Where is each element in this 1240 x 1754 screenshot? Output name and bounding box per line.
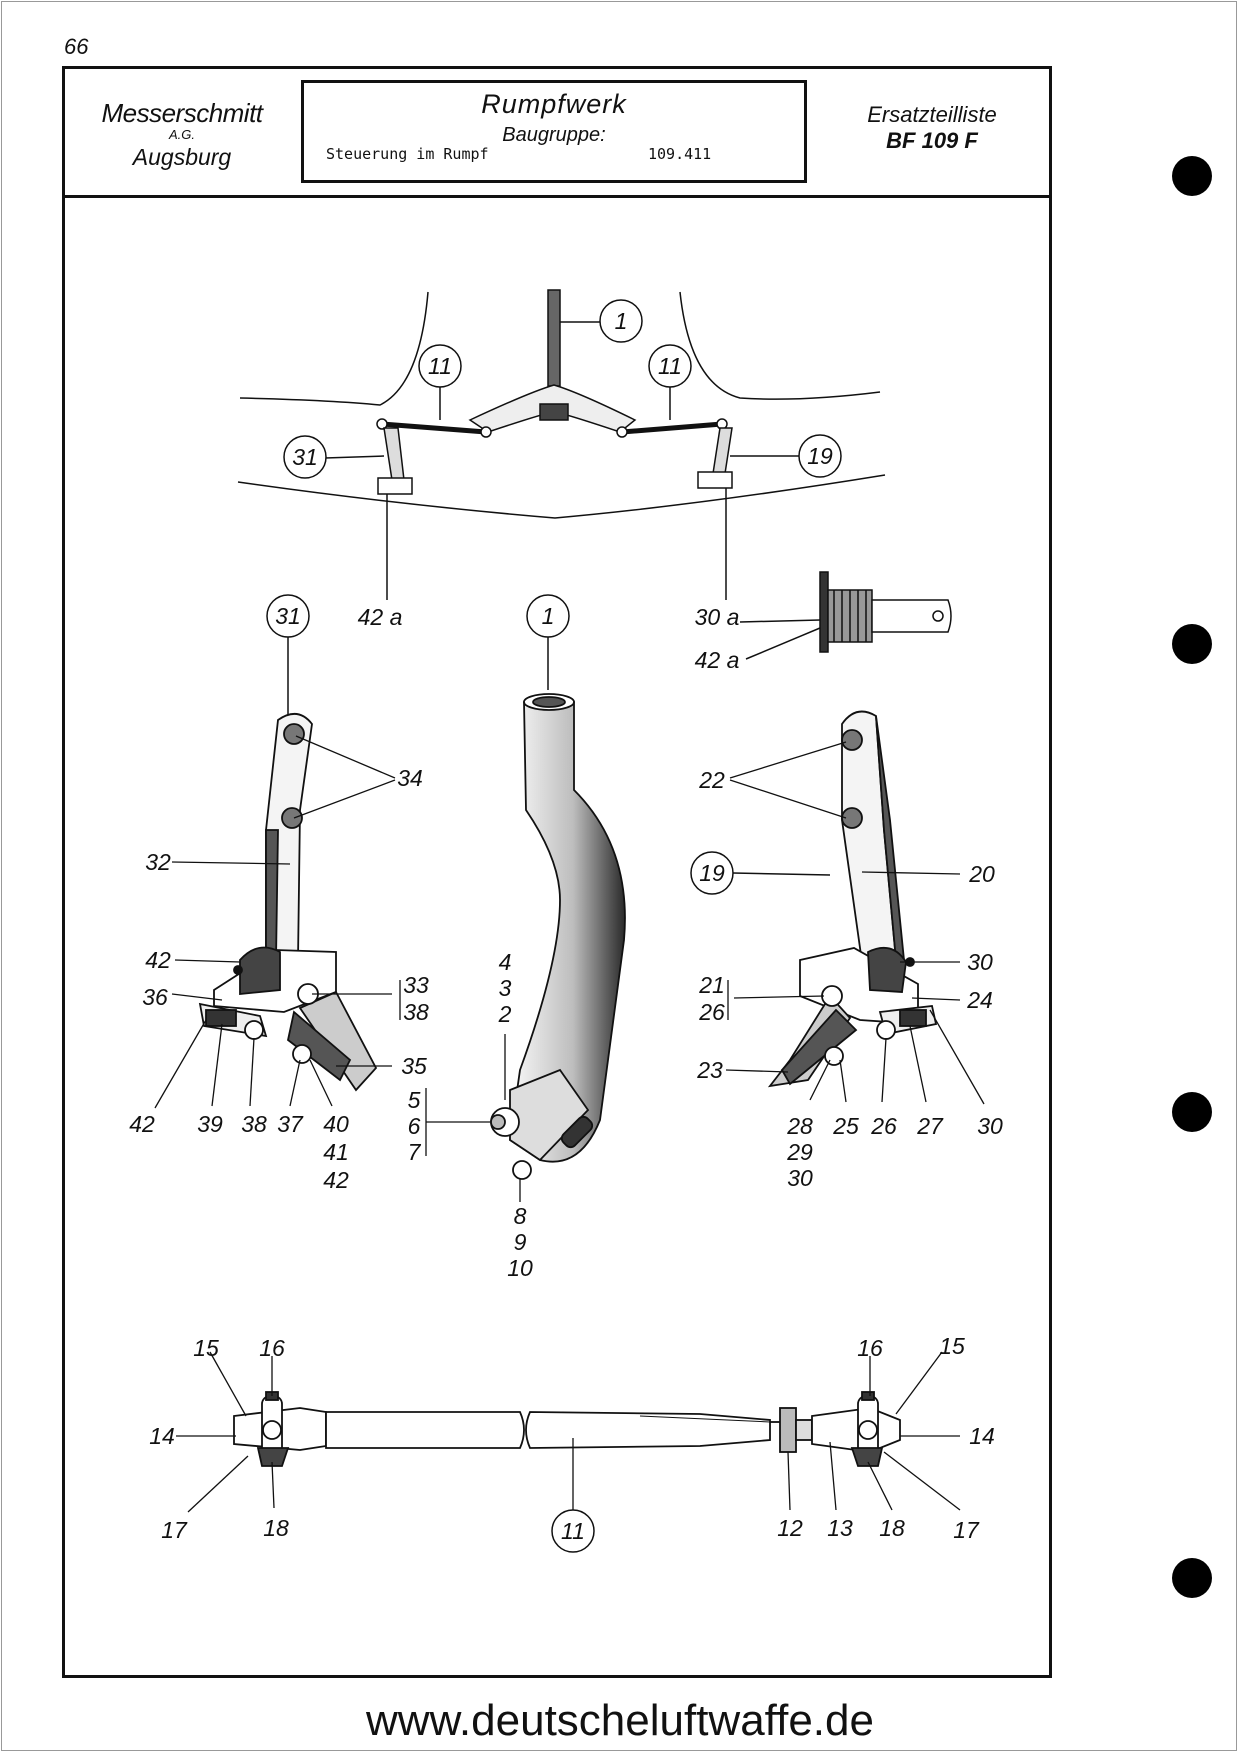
overview-callouts	[324, 321, 821, 660]
push-pull-rod	[233, 1391, 901, 1467]
callout-26-lower: 26	[870, 1113, 897, 1139]
callout-13: 13	[827, 1515, 853, 1541]
callout-28: 28	[786, 1113, 813, 1139]
group-label: Baugruppe:	[502, 124, 606, 146]
callout-10: 10	[507, 1255, 533, 1281]
callout-2: 2	[498, 1001, 512, 1027]
callout-8: 8	[514, 1203, 527, 1229]
group-name: Steuerung im Rumpf	[326, 145, 489, 163]
catalog-block: Ersatzteilliste BF 109 F	[812, 102, 1052, 154]
callout-33: 33	[403, 972, 429, 998]
callout-23: 23	[696, 1057, 723, 1083]
callout-6: 6	[408, 1113, 421, 1139]
callout-32: 32	[145, 849, 171, 875]
page-number: 66	[64, 34, 89, 59]
callout-42-bottom: 42	[323, 1167, 349, 1193]
callout-14-right: 14	[969, 1423, 995, 1449]
callout-30-lower: 30	[787, 1165, 813, 1191]
callout-40: 40	[323, 1111, 349, 1137]
right-lever-leaders	[725, 741, 985, 1105]
manufacturer-suffix: A.G.	[168, 127, 195, 142]
callout-31-detail: 31	[275, 603, 301, 629]
catalog-title: Ersatzteilliste	[867, 102, 997, 127]
control-stick	[490, 693, 626, 1180]
header-divider	[62, 195, 1052, 198]
left-lever-leaders	[154, 735, 401, 1109]
left-lever	[198, 713, 378, 1092]
mid-circle-labels	[266, 594, 734, 895]
callout-26-upper: 26	[698, 999, 725, 1025]
binder-hole	[1172, 1092, 1212, 1132]
callout-25: 25	[832, 1113, 859, 1139]
callout-21: 21	[698, 972, 725, 998]
binder-hole	[1172, 624, 1212, 664]
control-stick-leaders	[425, 1034, 521, 1202]
callout-11-left: 11	[428, 353, 452, 379]
callout-41: 41	[323, 1139, 349, 1165]
callout-3: 3	[499, 975, 512, 1001]
callout-27: 27	[916, 1113, 944, 1139]
callout-29: 29	[786, 1139, 813, 1165]
callout-42a-right: 42 a	[695, 647, 740, 673]
callout-31: 31	[292, 444, 318, 470]
callout-42-upper: 42	[145, 947, 171, 973]
callout-5: 5	[408, 1087, 421, 1113]
callout-9: 9	[514, 1229, 527, 1255]
callout-16-right: 16	[857, 1335, 883, 1361]
callout-11-rod: 11	[561, 1518, 585, 1544]
callout-22: 22	[698, 767, 725, 793]
callout-35: 35	[401, 1053, 427, 1079]
callout-12: 12	[777, 1515, 803, 1541]
callout-30a: 30 a	[695, 604, 740, 630]
callout-18-left: 18	[263, 1515, 289, 1541]
callout-19: 19	[807, 443, 833, 469]
callout-14-left: 14	[149, 1423, 175, 1449]
callout-17-right: 17	[953, 1517, 980, 1543]
threaded-bolt-detail	[819, 571, 952, 653]
callout-39: 39	[197, 1111, 223, 1137]
callout-42a-left: 42 a	[358, 604, 403, 630]
overview-assembly	[237, 289, 886, 600]
aircraft-type: BF 109 F	[886, 128, 978, 153]
title-box: Rumpfwerk Baugruppe: Steuerung im Rumpf …	[301, 80, 807, 183]
callout-1-detail: 1	[542, 603, 555, 629]
callout-37: 37	[277, 1111, 304, 1137]
manufacturer-block: Messerschmitt A.G. Augsburg	[62, 98, 302, 171]
callout-17-left: 17	[161, 1517, 188, 1543]
callout-16-left: 16	[259, 1335, 285, 1361]
group-number: 109.411	[648, 145, 712, 163]
callout-30-upper: 30	[967, 949, 993, 975]
right-lever	[767, 710, 938, 1088]
callout-38-lower: 38	[241, 1111, 267, 1137]
section-title: Rumpfwerk	[481, 89, 627, 119]
overview-circle-labels	[283, 299, 842, 479]
callout-4: 4	[499, 949, 512, 975]
callout-42-lower: 42	[129, 1111, 155, 1137]
footer-url: www.deutscheluftwaffe.de	[366, 1696, 874, 1745]
callout-38-upper: 38	[403, 999, 429, 1025]
push-pull-rod-leaders	[176, 1351, 961, 1513]
callout-36: 36	[142, 984, 168, 1010]
binder-hole	[1172, 156, 1212, 196]
callout-20: 20	[968, 861, 995, 887]
callout-24: 24	[966, 987, 993, 1013]
callout-30-bottom: 30	[977, 1113, 1003, 1139]
manufacturer-city: Augsburg	[132, 144, 232, 170]
callout-15-right: 15	[939, 1333, 965, 1359]
sheet-frame	[62, 66, 1052, 1678]
callout-34: 34	[397, 765, 423, 791]
callout-11-right: 11	[658, 353, 682, 379]
callout-18-right: 18	[879, 1515, 905, 1541]
callout-19-detail: 19	[699, 860, 725, 886]
binder-hole	[1172, 1558, 1212, 1598]
callout-1: 1	[615, 308, 628, 334]
manufacturer-name: Messerschmitt	[101, 98, 263, 128]
callout-15-left: 15	[193, 1335, 219, 1361]
callout-7: 7	[408, 1139, 422, 1165]
